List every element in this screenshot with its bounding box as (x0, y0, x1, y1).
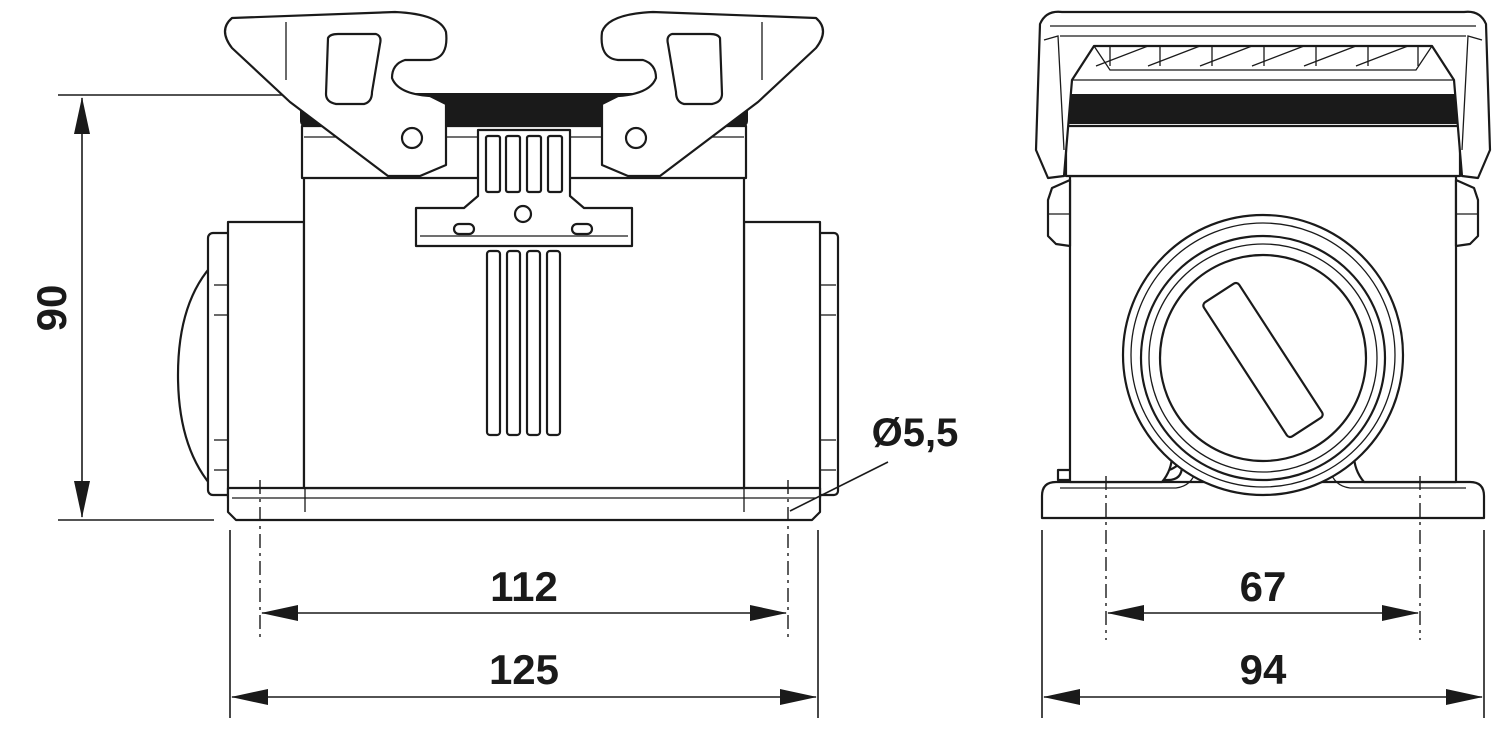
hole-spacing-front-label: 112 (490, 563, 558, 610)
front-width-dimensions (229, 530, 819, 718)
front-view (176, 10, 840, 640)
front-left-locking-lever (223, 10, 448, 178)
side-right-boss (1454, 178, 1480, 248)
side-left-boss (1046, 178, 1072, 248)
hole-diameter-label: Ø5,5 (872, 411, 959, 455)
side-top-cover (1034, 10, 1492, 180)
overall-width-side-label: 94 (1240, 646, 1287, 693)
overall-width-front-label: 125 (489, 646, 559, 693)
front-base-flange (226, 486, 822, 522)
front-right-locking-lever (600, 10, 825, 178)
side-width-dimensions (1041, 530, 1485, 718)
front-left-cable-entry (176, 220, 306, 500)
height-dimension-label: 90 (28, 285, 75, 332)
side-view (1034, 10, 1492, 640)
side-screw-cap (1121, 213, 1405, 497)
front-right-boss (742, 220, 840, 500)
height-dimension (58, 94, 282, 521)
front-latch-clip (414, 128, 634, 248)
front-ribs (485, 249, 562, 437)
hole-diameter-leader (789, 461, 889, 512)
hole-spacing-side-label: 67 (1240, 563, 1287, 610)
